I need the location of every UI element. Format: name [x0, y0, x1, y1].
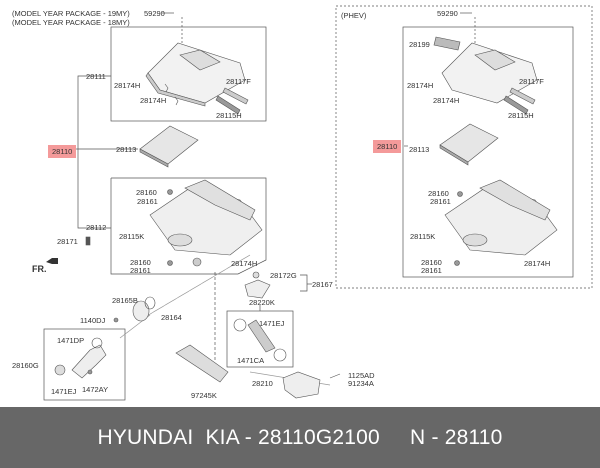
- phev-part-label-28174H[interactable]: 28174H: [407, 81, 434, 90]
- part-number-text: HYUNDAI KIA - 28110G2100 N - 28110: [97, 425, 503, 449]
- part-label-28161[interactable]: 28161: [137, 197, 158, 206]
- part-label-28167[interactable]: 28167: [312, 280, 333, 289]
- phev-part-label-28199[interactable]: 28199: [409, 40, 430, 49]
- part-label-91234A[interactable]: 91234A: [348, 379, 374, 388]
- highlight-part-28110[interactable]: 28110: [48, 145, 77, 158]
- part-label-28171[interactable]: 28171: [57, 237, 78, 246]
- cover-group-box: [110, 26, 267, 122]
- part-label-28174H[interactable]: 28174H: [114, 81, 141, 90]
- phev-part-label-28117F[interactable]: 28117F: [519, 77, 544, 86]
- phev-part-label-28115K[interactable]: 28115K: [410, 232, 436, 241]
- part-label-28174H[interactable]: 28174H: [140, 96, 167, 105]
- phev-part-label-28160[interactable]: 28160: [428, 189, 449, 198]
- part-label-28115K[interactable]: 28115K: [119, 232, 145, 241]
- part-label-28112[interactable]: 28112: [86, 223, 107, 232]
- phev-note: (PHEV): [341, 11, 367, 20]
- part-label-28220K[interactable]: 28220K: [249, 298, 275, 307]
- phev-part-label-28160[interactable]: 28160: [421, 258, 442, 267]
- part-number-footer: HYUNDAI KIA - 28110G2100 N - 28110: [0, 407, 600, 468]
- part-label-1472AY[interactable]: 1472AY: [82, 385, 109, 394]
- phev-part-label-28161[interactable]: 28161: [430, 197, 451, 206]
- phev-part-label-28161[interactable]: 28161: [421, 266, 442, 275]
- part-label-28210[interactable]: 28210: [252, 379, 273, 388]
- part-label-1471EJ[interactable]: 1471EJ: [51, 387, 77, 396]
- diagram-lines: [43, 5, 593, 401]
- part-label-28160G[interactable]: 28160G: [12, 361, 39, 370]
- part-label-28113[interactable]: 28113: [116, 145, 137, 154]
- part-label-1471EJ[interactable]: 1471EJ: [259, 319, 285, 328]
- part-label-1140DJ[interactable]: 1140DJ: [80, 316, 106, 325]
- part-label-59290[interactable]: 59290: [144, 9, 165, 18]
- phev-part-label-28174H[interactable]: 28174H: [433, 96, 460, 105]
- part-label-28160[interactable]: 28160: [136, 188, 157, 197]
- phev-part-label-59290[interactable]: 59290: [437, 9, 458, 18]
- part-label-1471CA[interactable]: 1471CA: [237, 356, 265, 365]
- part-label-28164[interactable]: 28164: [161, 313, 182, 322]
- phev-part-label-28113[interactable]: 28113: [409, 145, 430, 154]
- part-label-1471DP[interactable]: 1471DP: [57, 336, 85, 345]
- phev-highlight-part-28110[interactable]: 28110: [373, 140, 402, 153]
- part-label-97245K[interactable]: 97245K: [191, 391, 217, 400]
- phev-part-label-28174H[interactable]: 28174H: [524, 259, 551, 268]
- parts-diagram: (MODEL YEAR PACKAGE - 19MY) (MODEL YEAR …: [12, 5, 593, 401]
- model-year-18-note: (MODEL YEAR PACKAGE - 18MY): [12, 18, 130, 27]
- part-label-1125AD[interactable]: 1125AD: [348, 371, 375, 380]
- part-label-28161[interactable]: 28161: [130, 266, 151, 275]
- part-label-28172G[interactable]: 28172G: [270, 271, 297, 280]
- front-arrow-label: FR.: [32, 264, 47, 274]
- part-label-28174H[interactable]: 28174H: [231, 259, 258, 268]
- phev-part-label-28115H[interactable]: 28115H: [508, 111, 534, 120]
- part-label-28160[interactable]: 28160: [130, 258, 151, 267]
- model-year-19-note: (MODEL YEAR PACKAGE - 19MY): [12, 9, 130, 18]
- part-label-28111[interactable]: 28111: [86, 72, 106, 81]
- part-label-28115H[interactable]: 28115H: [216, 111, 242, 120]
- part-label-28117F[interactable]: 28117F: [226, 77, 251, 86]
- part-label-28165B[interactable]: 28165B: [112, 296, 138, 305]
